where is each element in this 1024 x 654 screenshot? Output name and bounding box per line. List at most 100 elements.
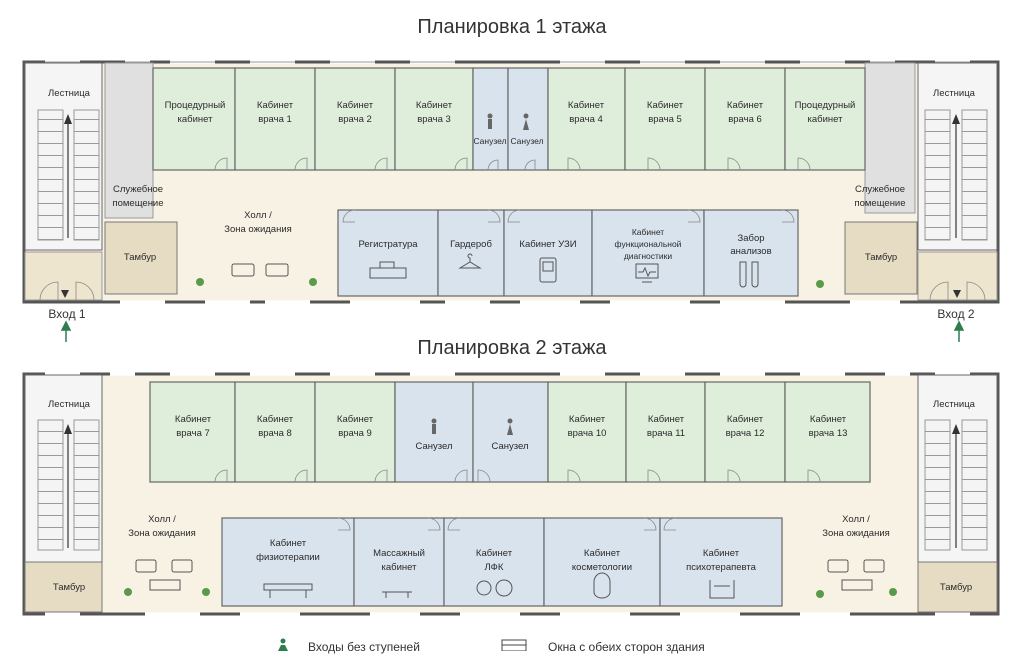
legend-windows-label: Окна с обеих сторон здания (548, 640, 705, 654)
room-label: Кабинет (648, 414, 685, 425)
room-label: Санузел (510, 136, 543, 146)
hall-label: Холл / (842, 514, 870, 525)
room-label: Кабинет (584, 548, 621, 559)
room-label: Санузел (415, 441, 452, 452)
armchair-icon (265, 263, 289, 277)
room-label: Массажный (373, 548, 425, 559)
legend-accessible-label: Входы без ступеней (308, 640, 420, 654)
floor2-title: Планировка 2 этажа (417, 337, 607, 359)
room-label: Кабинет (270, 538, 307, 549)
ball-icon (495, 579, 513, 597)
hall-label: Зона ожидания (128, 528, 196, 539)
room-label: помещение (112, 198, 163, 209)
plant-icon (196, 278, 824, 288)
room-label: Кабинет (337, 100, 374, 111)
room-label: Регистратура (358, 239, 418, 250)
stairs-right-label: Лестница (933, 88, 976, 99)
armchair-icon (135, 559, 157, 573)
room-label: Забор (737, 233, 764, 244)
table-icon (149, 579, 181, 591)
wc-woman-icon (507, 418, 513, 424)
physio-table-icon (263, 583, 313, 591)
room-label: Процедурный (795, 100, 856, 111)
room-label: функциональной (615, 239, 682, 249)
hall-label: Зона ожидания (224, 224, 292, 235)
room-label: Кабинет (257, 414, 294, 425)
stairs-right-label: Лестница (933, 399, 976, 410)
room-label: Процедурный (165, 100, 226, 111)
room-label: Кабинет (337, 414, 374, 425)
room-label: Кабинет (727, 414, 764, 425)
accessible-icon (278, 638, 288, 651)
armchair-icon (171, 559, 193, 573)
room-label: врача 4 (569, 114, 603, 125)
room-label: Кабинет (810, 414, 847, 425)
floor1-labels: Лестница Лестница Процедурный кабинет Ка… (48, 88, 976, 263)
room-label: врача 9 (338, 428, 372, 439)
floor2-plan (22, 372, 1000, 616)
wc-woman-icon (523, 113, 529, 119)
dumbbell-icon (476, 580, 492, 596)
armchair-icon (863, 559, 885, 573)
room-label: Санузел (473, 136, 506, 146)
stairs-left-label: Лестница (48, 88, 91, 99)
test-tubes-icon (739, 261, 759, 288)
room-label: кабинет (178, 114, 214, 125)
room-label: косметологии (572, 562, 632, 573)
table-icon (841, 579, 873, 591)
room-label: врача 11 (647, 428, 685, 439)
room-label: Кабинет (257, 100, 294, 111)
room-label: Служебное (855, 184, 905, 195)
room-label: Гардероб (450, 239, 492, 250)
room-label: врача 3 (417, 114, 451, 125)
room-label: врача 10 (568, 428, 607, 439)
ecg-monitor-icon (635, 263, 659, 279)
room-label: врача 8 (258, 428, 292, 439)
floor1-title: Планировка 1 этажа (417, 16, 607, 38)
room-label: Кабинет (703, 548, 740, 559)
floor1-plan (22, 60, 1000, 342)
room-label: Служебное (113, 184, 163, 195)
room-label: врача 7 (176, 428, 210, 439)
room-label: Кабинет (569, 414, 606, 425)
room-label: Кабинет УЗИ (519, 239, 576, 250)
room-label: врача 5 (648, 114, 682, 125)
room-label: Кабинет (416, 100, 453, 111)
room-label: психотерапевта (686, 562, 757, 573)
tambur-label: Тамбур (53, 582, 85, 593)
ultrasound-icon (539, 257, 557, 283)
face-icon (593, 572, 611, 599)
window-icon (501, 639, 527, 651)
room-label: ЛФК (485, 562, 504, 573)
massage-table-icon (382, 591, 412, 598)
armchair-icon (231, 263, 255, 277)
wc-man-icon (487, 113, 493, 119)
room-label: врача 6 (728, 114, 762, 125)
room-label: Санузел (491, 441, 528, 452)
room-label: физиотерапии (256, 552, 320, 563)
room-label: врача 1 (258, 114, 292, 125)
room-label: Кабинет (727, 100, 764, 111)
entrance-labels: Вход 1 Вход 2 (48, 307, 974, 321)
room-label: кабинет (382, 562, 418, 573)
tambur-label: Тамбур (865, 252, 897, 263)
room-label: диагностики (624, 251, 673, 261)
floor2-labels: Лестница Лестница Кабинет врача 7 Кабине… (48, 399, 976, 593)
room-label: Кабинет (647, 100, 684, 111)
hall-label: Зона ожидания (822, 528, 890, 539)
room-label: Кабинет (476, 548, 513, 559)
room-label: Кабинет (568, 100, 605, 111)
hall-label: Холл / (148, 514, 176, 525)
hanger-icon (458, 253, 482, 269)
stairs-left-label: Лестница (48, 399, 91, 410)
armchair-icon (827, 559, 849, 573)
hall-label: Холл / (244, 210, 272, 221)
room-label: врача 2 (338, 114, 372, 125)
room-label: Кабинет (632, 227, 664, 237)
chair-icon (709, 580, 735, 599)
room-label: кабинет (808, 114, 844, 125)
room-label: Кабинет (175, 414, 212, 425)
plant-icon (124, 588, 897, 598)
tambur-label: Тамбур (124, 252, 156, 263)
